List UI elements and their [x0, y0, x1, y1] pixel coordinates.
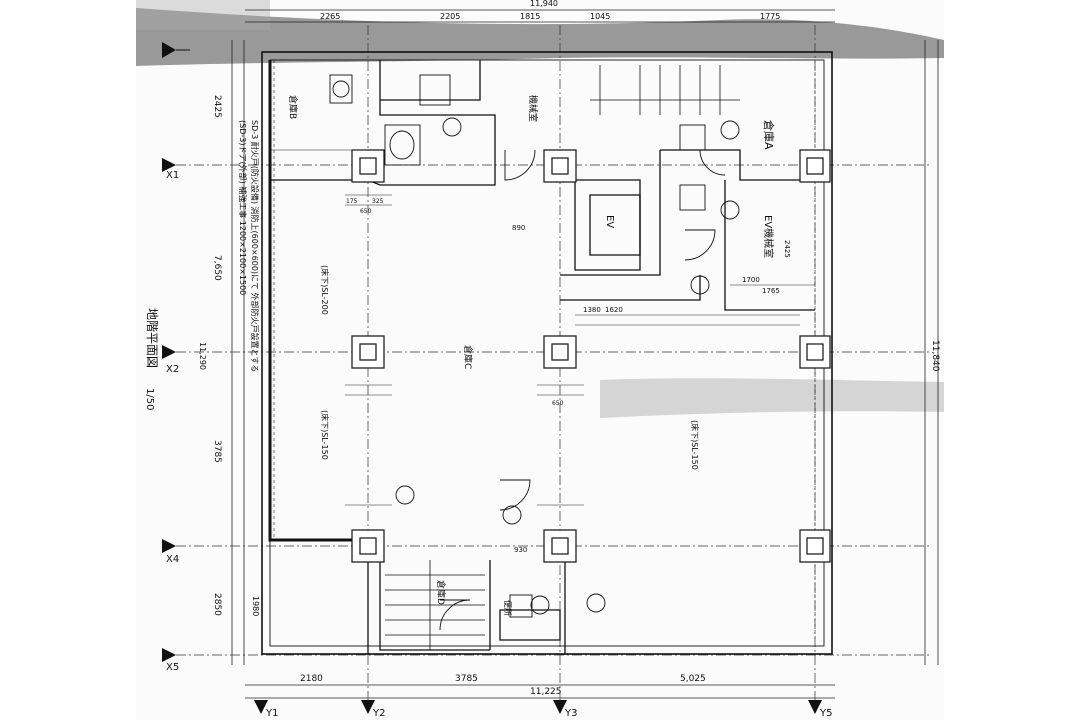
top-dim: 1815 — [520, 12, 540, 21]
room-label: EV — [604, 215, 615, 228]
column — [543, 529, 577, 563]
room-label: 倉庫D — [435, 580, 447, 605]
small-dim: 1700 — [742, 276, 760, 284]
column — [799, 335, 831, 369]
svg-text:Y3: Y3 — [564, 708, 577, 719]
dimension-frame — [231, 9, 939, 699]
top-dim: 1775 — [760, 12, 780, 21]
overall-width-top: 11,940 — [530, 0, 558, 8]
doors — [439, 149, 726, 631]
column-dims — [270, 149, 815, 506]
room-label: 倉庫C — [462, 345, 474, 369]
svg-text:Y2: Y2 — [372, 708, 385, 719]
column — [799, 529, 831, 563]
column — [351, 529, 385, 563]
small-dim: 2425 — [783, 240, 791, 258]
left-dim: 7,650 — [212, 255, 222, 281]
grid-marker-y2: Y2 — [361, 700, 385, 719]
column — [351, 149, 385, 183]
left-dim: 2425 — [212, 95, 222, 118]
stair-top — [590, 65, 740, 115]
bottom-dim: 5,025 — [680, 674, 706, 684]
small-dim: 1620 — [605, 306, 623, 314]
overall-width-bottom: 11,225 — [530, 687, 562, 697]
column — [351, 335, 385, 369]
svg-text:X4: X4 — [166, 554, 179, 565]
top-dim: 1045 — [590, 12, 610, 21]
svg-text:X1: X1 — [166, 170, 179, 181]
small-dim: 175 — [346, 198, 358, 205]
small-dim: 650 — [360, 208, 372, 215]
small-dim: 325 — [372, 198, 384, 205]
room-label: 便所 — [503, 600, 513, 616]
column — [543, 335, 577, 369]
drawing-scale: 1/50 — [144, 388, 155, 410]
bottom-dim: 2180 — [300, 674, 323, 684]
grid-marker-y3: Y3 — [553, 700, 577, 719]
top-dim: 2265 — [320, 12, 340, 21]
columns — [351, 149, 831, 563]
fixtures — [329, 74, 740, 618]
annotation-note: (SD-3)ドア(外部) 補強工事 1200×2100×1500 — [238, 120, 248, 295]
svg-text:Y5: Y5 — [819, 708, 832, 719]
small-dim: 1380 — [583, 306, 601, 314]
column — [799, 149, 831, 183]
room-label: 倉庫A — [762, 120, 776, 150]
small-dim: 930 — [514, 546, 527, 554]
drawing-title: 地階平面図 — [145, 308, 160, 368]
small-dim: 650 — [552, 400, 564, 407]
left-dim: 3785 — [212, 440, 222, 463]
column — [543, 149, 577, 183]
svg-text:Y1: Y1 — [265, 708, 278, 719]
svg-text:X2: X2 — [166, 364, 179, 375]
stair-bottom — [385, 560, 485, 650]
room-label: 機械室 — [527, 95, 539, 122]
overall-height-left: 11,290 — [198, 342, 207, 370]
grid-marker-x1: X1 — [162, 42, 190, 181]
small-dim: 890 — [512, 224, 525, 232]
left-dim: 1980 — [251, 596, 260, 616]
grid-marker-x5: X5 — [162, 648, 179, 673]
room-label: 倉庫B — [287, 95, 299, 119]
small-dim: 1765 — [762, 287, 780, 295]
room-label: EV機械室 — [762, 215, 775, 258]
grid-markers: X1 X2 X4 X5 Y1 Y2 Y3 Y5 — [162, 42, 832, 719]
grid-marker-x4: X4 — [162, 539, 179, 565]
svg-text:X5: X5 — [166, 662, 179, 673]
overall-height-right: 11,840 — [930, 340, 940, 372]
annotation-note: (床下)SL-150 — [320, 410, 330, 460]
left-dim: 2850 — [212, 593, 222, 616]
annotation-note: (床下)SL-200 — [320, 265, 330, 315]
grid-marker-y1: Y1 — [254, 700, 278, 719]
top-dim: 2205 — [440, 12, 460, 21]
grid-marker-x2: X2 — [162, 345, 179, 375]
bottom-dim: 3785 — [455, 674, 478, 684]
annotation-note: SD-3 耐火戸(防火設備) 消防上(600×600)にて 外部防火戸設置とする — [250, 120, 260, 372]
annotation-note: (床下)SL-150 — [690, 420, 700, 470]
grid-marker-y5: Y5 — [808, 700, 832, 719]
